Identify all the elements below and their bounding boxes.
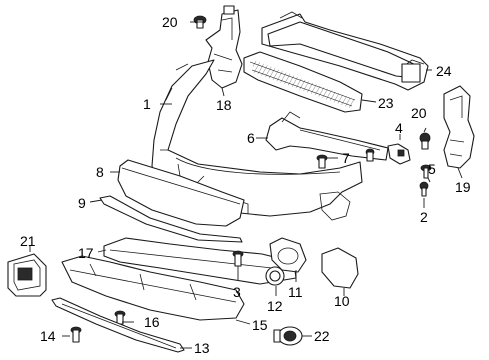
callout-labels: 20 18 1 24 23 6 7 4 20 5 2 19 8 9 21 17 … (20, 14, 471, 356)
leader-lines (29, 21, 463, 349)
bolt-5-part (420, 164, 432, 179)
callout-13: 13 (194, 340, 210, 356)
callout-24: 24 (436, 63, 452, 79)
callout-10: 10 (334, 293, 350, 309)
callout-20-right: 20 (411, 105, 427, 121)
clip-14-part (70, 326, 82, 343)
callout-1: 1 (143, 96, 151, 112)
right-side-bracket-part (443, 85, 475, 169)
ring-12-part (265, 266, 285, 286)
callout-20-top: 20 (162, 14, 178, 30)
undercover-15-part (61, 255, 245, 321)
callout-5: 5 (428, 161, 436, 177)
clip-16-part (114, 310, 126, 325)
fog-lamp-22-part (273, 326, 303, 346)
callout-12: 12 (267, 298, 283, 314)
side-bracket-6-part (265, 111, 389, 161)
clip-7b-part (365, 148, 375, 162)
callout-4: 4 (395, 120, 403, 136)
callout-6: 6 (247, 130, 255, 146)
fog-grille-10-part (321, 247, 359, 289)
callout-11: 11 (288, 284, 303, 300)
upper-absorber-part (261, 11, 429, 91)
callout-21: 21 (20, 233, 36, 249)
callout-23: 23 (378, 95, 394, 111)
callout-14: 14 (40, 328, 56, 344)
callout-15: 15 (252, 317, 268, 333)
lower-trim-13-part (51, 297, 185, 353)
bracket-21-part (7, 253, 47, 297)
callout-9: 9 (78, 195, 86, 211)
callout-2: 2 (420, 209, 428, 225)
callout-16: 16 (144, 314, 160, 330)
lower-grille-part (117, 159, 245, 227)
grille-molding-part (99, 195, 243, 243)
callout-7: 7 (342, 150, 350, 166)
screw-2-part (419, 181, 429, 197)
callout-18: 18 (216, 97, 232, 113)
callout-3: 3 (233, 284, 241, 300)
clip-4-part (387, 143, 411, 165)
callout-19: 19 (455, 179, 471, 195)
callout-17: 17 (78, 245, 94, 261)
clip-3-part (232, 250, 244, 267)
clip-fastener-20-right (419, 132, 431, 150)
callout-22: 22 (314, 328, 330, 344)
left-side-bracket-part (205, 5, 243, 89)
upper-grille-bracket-part (243, 51, 363, 113)
clip-7-part (316, 154, 328, 169)
fog-bezel-11-part (269, 237, 307, 273)
callout-8: 8 (96, 164, 104, 180)
